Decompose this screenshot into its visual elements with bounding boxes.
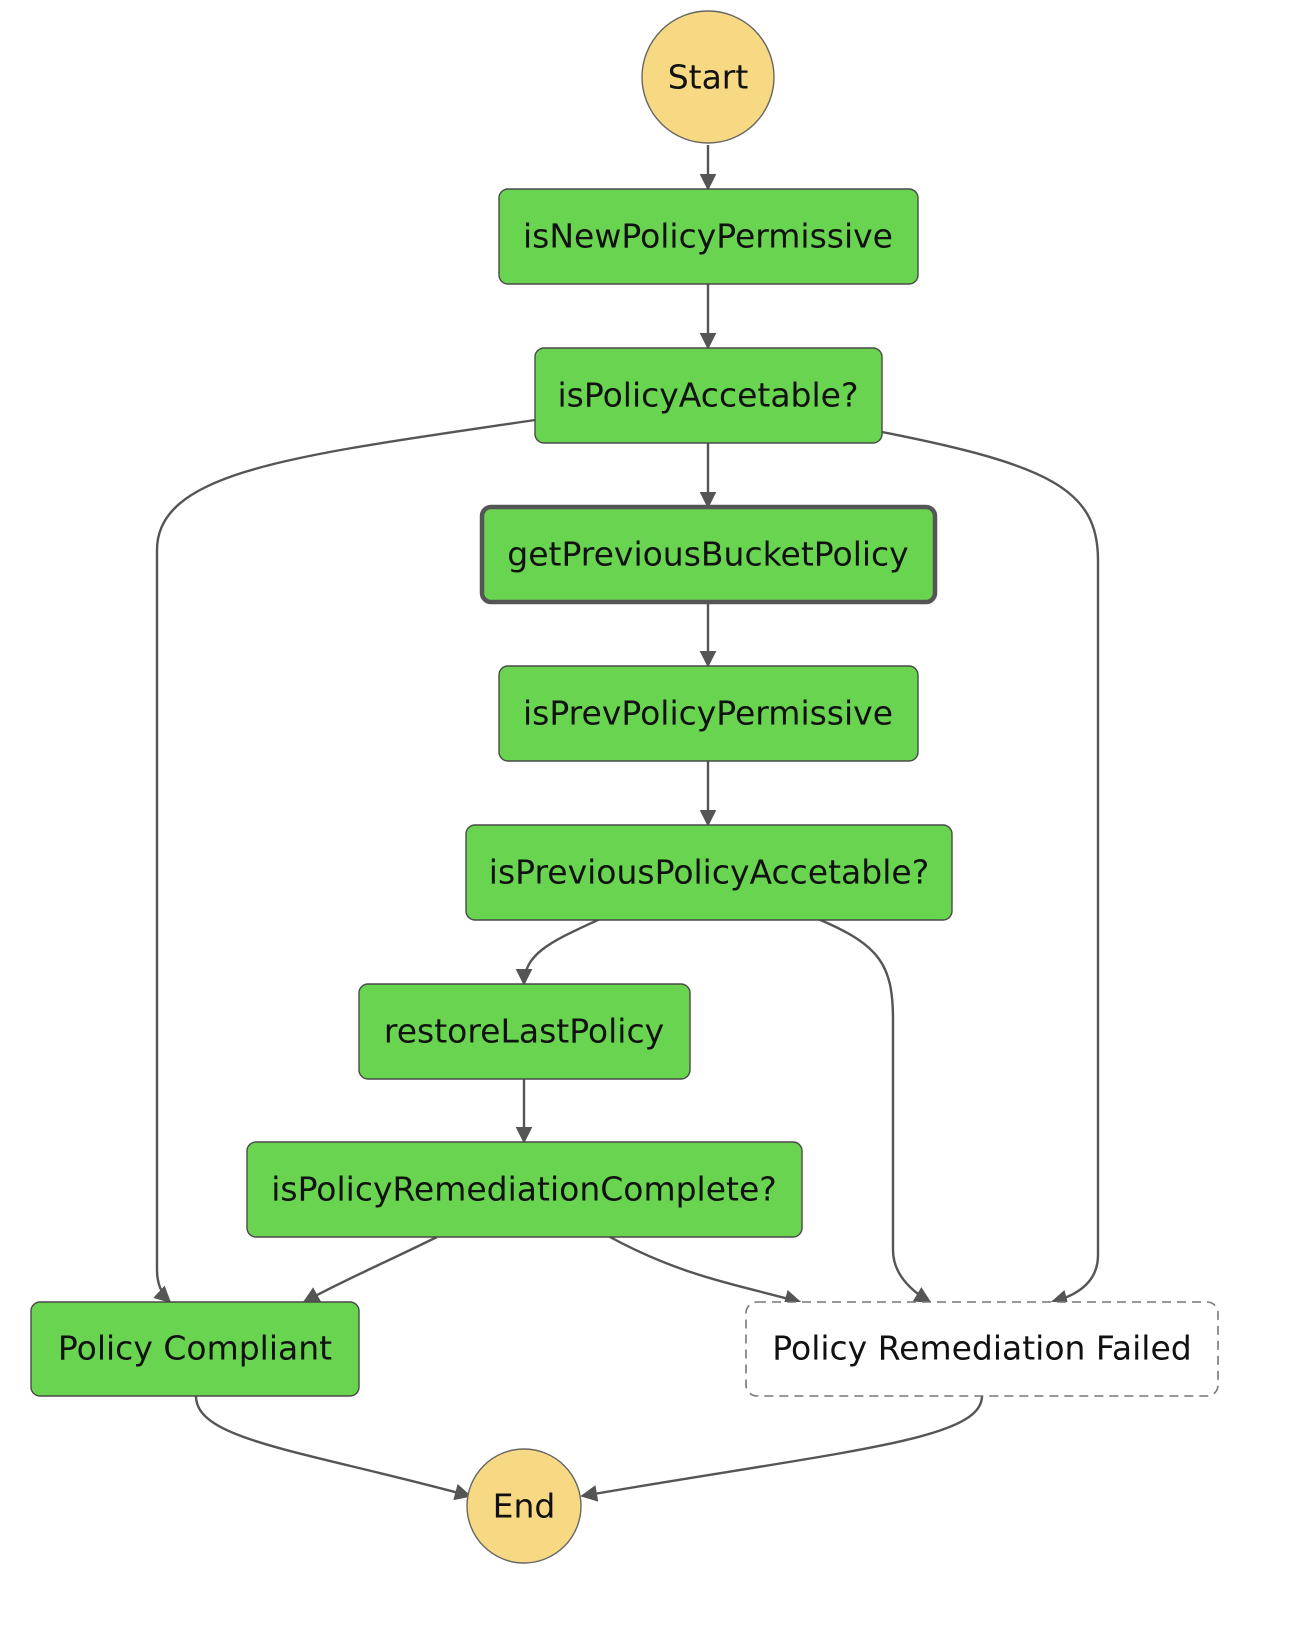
state-label: isNewPolicyPermissive xyxy=(523,217,893,256)
edge-is-policy-acceptable-to-policy-remediation-failed xyxy=(881,430,1100,1307)
start-node[interactable]: Start xyxy=(641,10,775,144)
state-label: getPreviousBucketPolicy xyxy=(507,535,908,574)
edges xyxy=(153,145,1100,1502)
state-is-policy-remediation-complete[interactable]: isPolicyRemediationComplete? xyxy=(246,1141,803,1238)
edge-is-previous-policy-acceptable-to-policy-remediation-failed xyxy=(817,917,932,1304)
end-node[interactable]: End xyxy=(466,1448,582,1564)
state-is-new-policy-permissive[interactable]: isNewPolicyPermissive xyxy=(498,188,919,285)
edge-is-previous-policy-acceptable-to-restore-last-policy xyxy=(515,917,601,986)
state-label: isPrevPolicyPermissive xyxy=(523,694,893,733)
state-label: isPolicyAccetable? xyxy=(558,376,859,415)
state-is-previous-policy-acceptable[interactable]: isPreviousPolicyAccetable? xyxy=(465,824,953,921)
state-label: Policy Remediation Failed xyxy=(772,1329,1191,1368)
state-policy-compliant[interactable]: Policy Compliant xyxy=(30,1301,360,1397)
end-label: End xyxy=(493,1487,556,1526)
edge-is-policy-remediation-complete-to-policy-remediation-failed xyxy=(609,1235,802,1307)
state-label: restoreLastPolicy xyxy=(384,1012,664,1051)
state-get-previous-bucket-policy[interactable]: getPreviousBucketPolicy xyxy=(479,504,938,605)
edge-policy-compliant-to-end xyxy=(194,1395,472,1501)
edge-is-policy-remediation-complete-to-policy-compliant xyxy=(302,1235,438,1304)
state-label: isPolicyRemediationComplete? xyxy=(271,1170,777,1209)
state-label: Policy Compliant xyxy=(58,1329,332,1368)
state-restore-last-policy[interactable]: restoreLastPolicy xyxy=(358,983,691,1080)
start-label: Start xyxy=(668,58,749,97)
state-is-prev-policy-permissive[interactable]: isPrevPolicyPermissive xyxy=(498,665,919,762)
edge-is-policy-acceptable-to-policy-compliant xyxy=(153,418,536,1304)
state-policy-remediation-failed[interactable]: Policy Remediation Failed xyxy=(745,1301,1219,1397)
state-is-policy-acceptable[interactable]: isPolicyAccetable? xyxy=(534,347,883,444)
edge-policy-remediation-failed-to-end xyxy=(580,1395,984,1502)
state-label: isPreviousPolicyAccetable? xyxy=(489,853,929,892)
